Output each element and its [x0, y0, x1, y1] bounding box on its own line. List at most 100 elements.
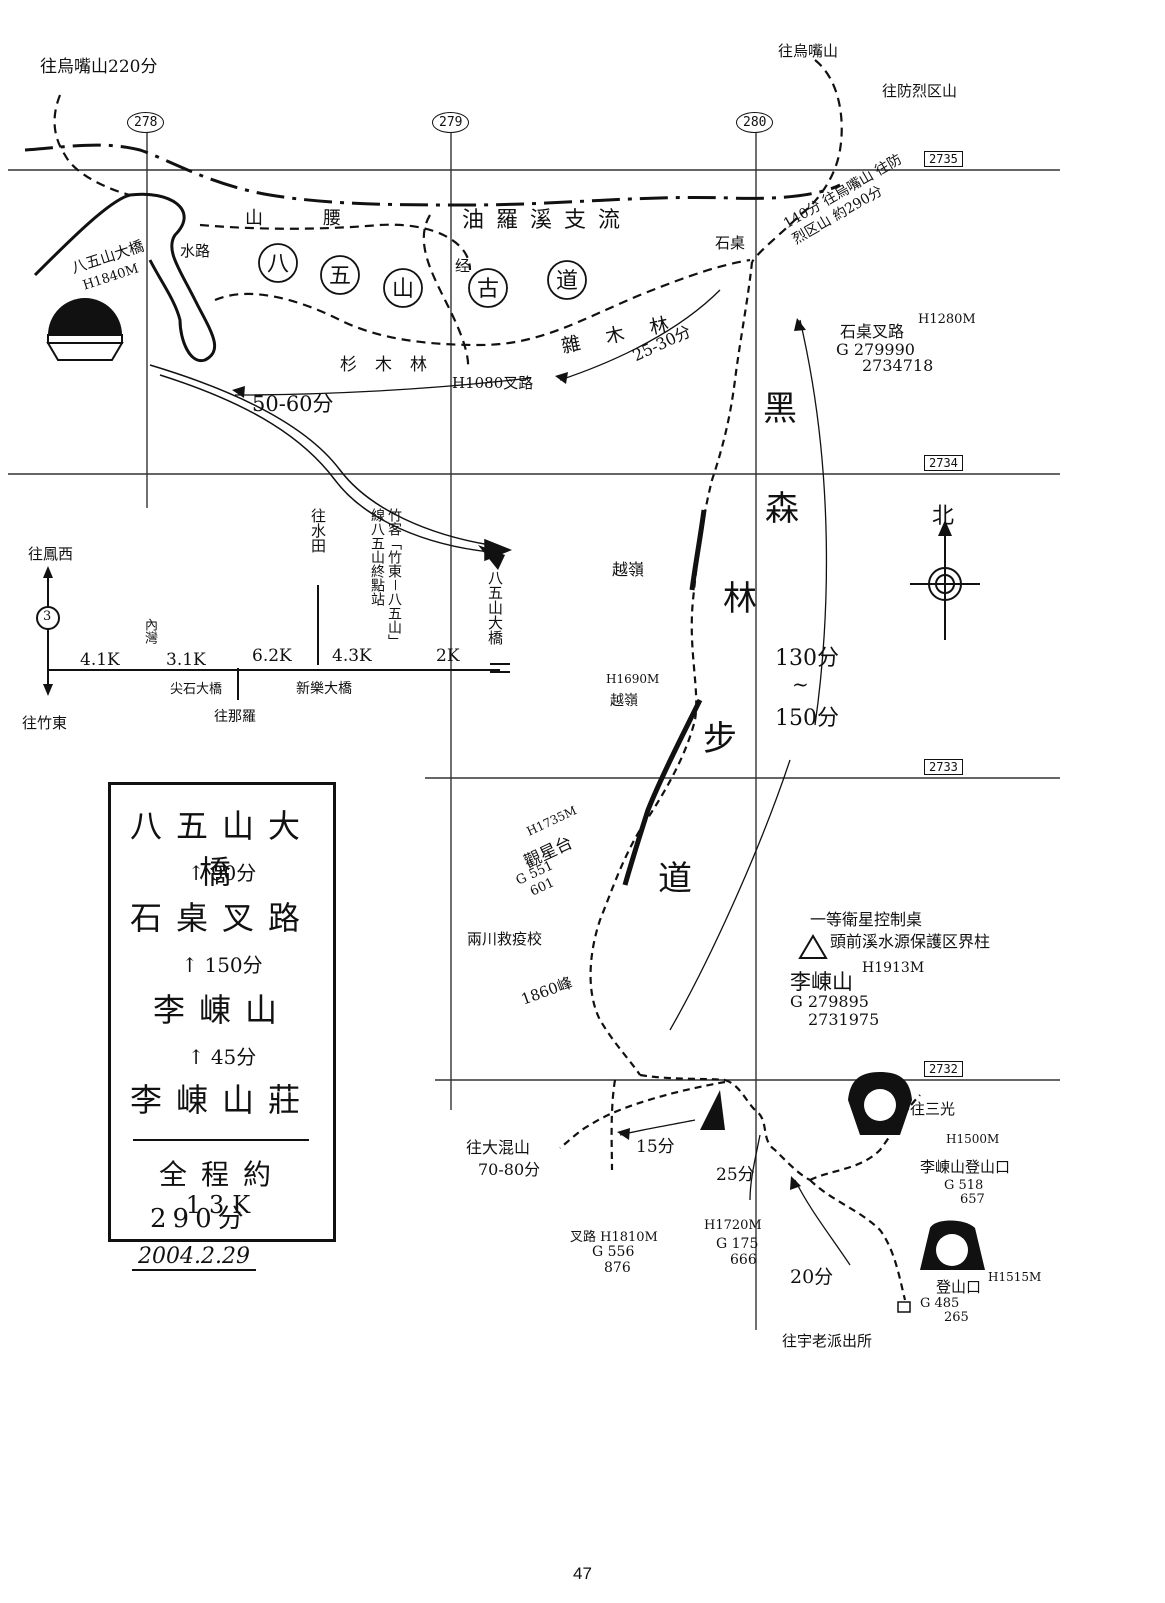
label-jiansh-bridge: 尖石大橋	[170, 682, 223, 697]
grid-easting-279: 279	[432, 112, 470, 133]
grid-northing-2733: 2733	[924, 759, 963, 775]
label-lidong-g1: G 279895	[790, 992, 869, 1011]
legend-time-3: ↑ 45分	[187, 1045, 257, 1069]
label-time-50-60: 50-60分	[252, 392, 334, 416]
label-to-fengxi: 往鳳西	[28, 545, 74, 563]
route-char-1: 八	[267, 252, 289, 277]
legend-divider	[133, 1139, 309, 1141]
label-trailhead-h: H1515M	[988, 1270, 1042, 1284]
label-lidongshan-h: H1913M	[862, 960, 925, 976]
label-lidongshan: 李崠山	[790, 970, 853, 994]
grid-northing-2735: 2735	[924, 151, 963, 167]
lidongshan-summit-icon	[700, 1090, 725, 1130]
label-time-150: 150分	[775, 706, 839, 731]
grid-northing-2734: 2734	[924, 455, 963, 471]
label-to-niaozuishan-right: 往烏嘴山	[778, 42, 839, 60]
label-d62: 6.2K	[252, 646, 292, 666]
map-date: 2004.2.29	[132, 1244, 256, 1271]
label-h1500: H1500M	[946, 1132, 1000, 1146]
label-tilde: ~	[792, 672, 809, 696]
grid-easting-280: 280	[736, 112, 774, 133]
forest-trail-name: 黑 森 林 步 道	[658, 389, 799, 899]
legend-time-2: ↑ 150分	[181, 953, 263, 977]
grid-easting-278: 278	[127, 112, 165, 133]
label-to-shuitian: 往水田	[309, 508, 327, 553]
label-d43: 4.3K	[332, 646, 372, 666]
label-h1720-g2: 666	[730, 1252, 757, 1268]
heisenlin-trail	[559, 261, 921, 1301]
label-shizhuo-g1: G 279990	[836, 340, 915, 359]
label-to-sanguang: 往三光	[910, 1100, 956, 1118]
page-number: 47	[573, 1564, 592, 1583]
label-to-zhudong: 往竹東	[22, 714, 68, 732]
label-time-20: 20分	[790, 1266, 834, 1288]
forest-char-4: 步	[703, 719, 737, 759]
legend-time-1: ↑ 90分	[187, 861, 257, 885]
label-d2: 2K	[436, 646, 460, 666]
label-neiwan: 內灣	[142, 618, 157, 644]
route-summary-box: 八五山大橋 ↑ 90分 石桌叉路 ↑ 150分 李崠山 ↑ 45分 李崠山莊 全…	[108, 782, 336, 1242]
bawushan-old-road	[53, 59, 843, 371]
bus-road	[47, 572, 510, 700]
triangulation-icon	[798, 934, 828, 959]
label-time-25: 25分	[716, 1165, 755, 1185]
label-time-15: 15分	[636, 1137, 675, 1157]
legend-stop-4: 李崠山莊	[129, 1081, 314, 1119]
label-shizhuo: 石桌	[715, 234, 746, 252]
legend-stop-3: 李崠山	[152, 991, 291, 1029]
label-shuilu: 水路	[180, 242, 211, 260]
label-to-dachaoshan-time: 70-80分	[478, 1160, 541, 1179]
label-to-niaozuishan: 往烏嘴山220分	[40, 57, 158, 77]
route-char-2: 五	[329, 264, 351, 289]
route-char-3: 山	[392, 277, 414, 302]
label-north: 北	[932, 504, 955, 529]
label-jct-g2: 876	[604, 1260, 631, 1276]
label-h1690: H1690M	[606, 672, 660, 686]
label-tou-qian: 頭前溪水源保護区界柱	[830, 932, 991, 951]
route-name-circles	[258, 243, 587, 308]
route-char-4: 古	[477, 277, 499, 302]
bus-stop-icon	[46, 298, 124, 361]
grid-northing-2732: 2732	[924, 1061, 963, 1077]
arrowheads	[232, 318, 806, 1190]
label-lidong-trailhead-g1: G 518	[944, 1178, 984, 1193]
label-to-police: 往宇老派出所	[782, 1332, 873, 1350]
valley-outline	[33, 192, 217, 363]
forest-char-5: 道	[658, 859, 692, 899]
label-to-fangzhanqushan: 往防烈区山	[882, 82, 958, 100]
label-d41: 4.1K	[80, 650, 120, 670]
label-shizhuo-junction-h: H1280M	[918, 312, 976, 327]
time-arrows	[234, 289, 851, 1266]
bawushan-bridge-end-icon	[478, 545, 505, 570]
label-jct-h1810: 叉路 H1810M	[570, 1230, 658, 1245]
legend-stop-1: 八五山大橋	[129, 807, 314, 891]
police-hut-icon	[897, 1301, 911, 1313]
label-d31: 3.1K	[166, 650, 206, 670]
label-h1690-name: 越嶺	[610, 693, 638, 709]
label-to-namaxia: 往那羅	[214, 709, 256, 725]
label-shizhuo-junction: 石桌叉路	[840, 322, 905, 341]
ridge-segments	[622, 509, 707, 886]
label-route3: 3	[43, 609, 52, 624]
label-shizhuo-g2: 2734718	[862, 356, 934, 375]
label-jing: 经	[455, 257, 471, 275]
forest-char-3: 林	[723, 579, 757, 619]
forest-char-1: 黑	[763, 389, 797, 429]
north-compass	[910, 528, 980, 640]
label-h1720-g1: G 175	[716, 1236, 759, 1252]
label-liangchuan: 兩川救疫校	[467, 930, 543, 948]
label-youluoxi: 油羅溪支流	[462, 208, 633, 233]
river-youluoxi	[24, 143, 841, 207]
trailhead-stop-icon	[920, 1220, 985, 1270]
route-char-5: 道	[556, 269, 578, 294]
label-bus-line: 竹客「竹東－八五山」線八五山終點站	[369, 508, 402, 648]
label-h1720: H1720M	[704, 1218, 762, 1233]
label-shanyao: 山腰	[245, 208, 401, 229]
label-time-130: 130分	[775, 646, 839, 671]
legend-total-label: 全程約	[158, 1158, 285, 1191]
legend-total-time: 290分	[150, 1204, 250, 1234]
label-sat-point: 一等衛星控制桌	[810, 910, 923, 929]
label-jct-g1: G 556	[592, 1244, 635, 1260]
label-lidong-trailhead: 李崠山登山口	[920, 1158, 1011, 1176]
